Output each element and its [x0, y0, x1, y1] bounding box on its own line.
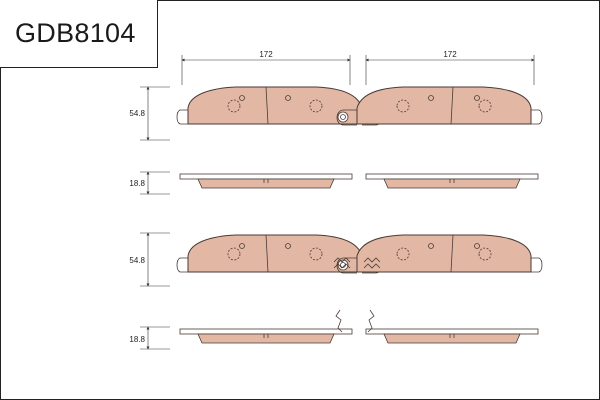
- pad-front-view-bottom-left: [176, 234, 383, 274]
- wear-indicator-spring-left: [333, 257, 351, 269]
- height-label-row1: 54.8: [129, 109, 145, 118]
- width-label-left: 172: [259, 50, 273, 59]
- wear-indicator-clip-side-left: [335, 309, 343, 333]
- width-dimension-right: 172: [365, 50, 535, 85]
- wear-indicator-spring-right: [363, 257, 381, 269]
- width-dimension-left: 172: [181, 50, 351, 85]
- pad-front-view-top-left: [176, 86, 383, 126]
- thickness-dimension-row2: 18.8: [129, 326, 170, 350]
- product-code: GDB8104: [15, 18, 136, 48]
- pad-side-view-bottom-left: [179, 328, 353, 344]
- width-label-right: 172: [443, 50, 457, 59]
- thickness-label-row1: 18.8: [129, 179, 145, 188]
- height-dimension-row1: 54.8: [129, 86, 170, 141]
- pad-front-view-top-right: [336, 86, 543, 126]
- thickness-dimension-row1: 18.8: [129, 171, 170, 195]
- title-box: GDB8104: [0, 0, 158, 68]
- height-label-row2: 54.8: [129, 256, 145, 265]
- pad-front-view-bottom-right: [336, 234, 543, 274]
- pad-side-view-top-right: [365, 173, 539, 189]
- pad-side-view-bottom-right: [365, 328, 539, 344]
- height-dimension-row2: 54.8: [129, 232, 170, 287]
- pad-side-view-top-left: [179, 173, 353, 189]
- wear-indicator-clip-side-right: [367, 309, 375, 333]
- thickness-label-row2: 18.8: [129, 335, 145, 344]
